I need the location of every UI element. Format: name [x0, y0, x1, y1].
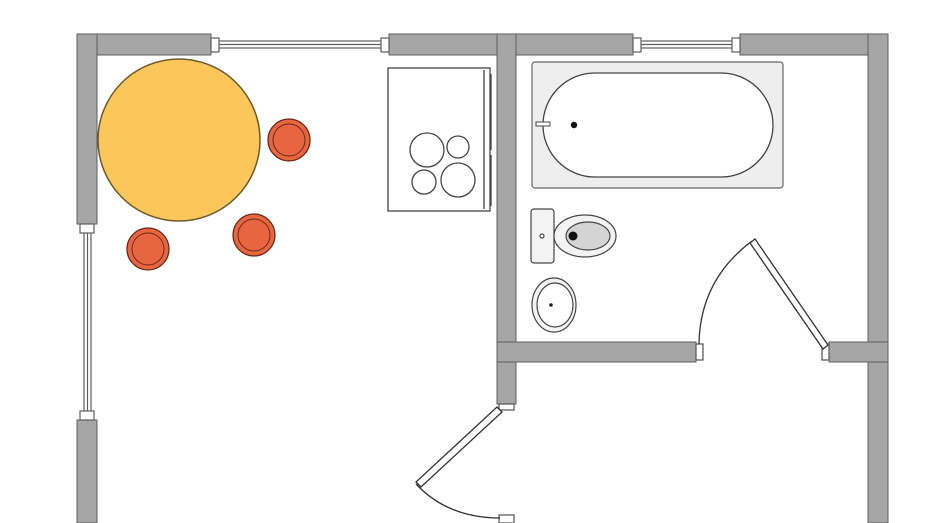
- window-top-left: [210, 37, 390, 53]
- washbasin: [531, 277, 577, 333]
- stove-burner: [440, 162, 476, 198]
- wall-bathroom-bottom-left: [496, 341, 697, 363]
- round-table: [97, 58, 261, 222]
- stove-burner: [411, 169, 437, 195]
- wall-left-upper: [76, 33, 98, 225]
- chair: [126, 227, 170, 271]
- toilet: [530, 208, 617, 264]
- stove-burner: [446, 135, 470, 159]
- wall-right: [867, 33, 889, 523]
- drain-icon: [570, 121, 578, 129]
- door-kitchen: [415, 403, 515, 523]
- wall-top-right: [739, 33, 889, 56]
- doors: [415, 238, 830, 523]
- windows: [79, 37, 741, 421]
- wall-left-lower: [76, 419, 98, 523]
- stove: [387, 67, 492, 212]
- window-left: [79, 223, 95, 421]
- door-bathroom: [695, 238, 830, 361]
- wall-bathroom-bottom-right: [828, 341, 889, 363]
- faucet-icon: [535, 121, 551, 127]
- window-top-right: [632, 37, 741, 53]
- dining-set: [97, 58, 311, 271]
- bathtub: [531, 61, 784, 189]
- chair: [232, 213, 276, 257]
- walls: [76, 33, 889, 523]
- chair: [267, 118, 311, 162]
- stove-burner: [409, 132, 445, 168]
